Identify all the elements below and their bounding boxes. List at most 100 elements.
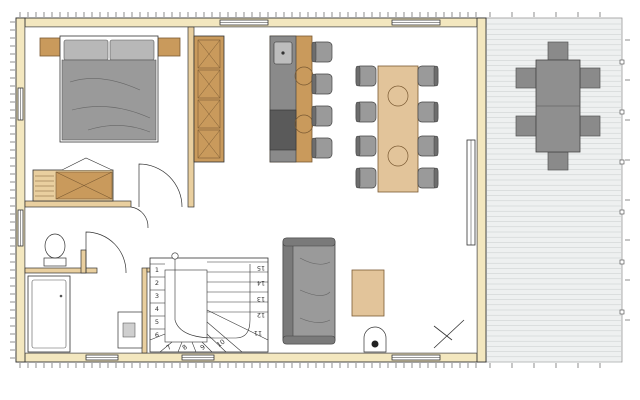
sofa-back: [282, 241, 294, 341]
stair-step-number: 7: [165, 343, 173, 352]
chair: [355, 135, 377, 157]
chair: [355, 167, 377, 189]
dining-table: [377, 65, 419, 193]
toilet-bowl: [44, 233, 66, 259]
terrace-chair-right-1: [579, 67, 601, 89]
deck-post: [619, 209, 625, 215]
chair-back: [433, 65, 439, 87]
chair-back: [311, 73, 317, 95]
wardrobe-cross: [197, 99, 221, 129]
chair: [417, 65, 439, 87]
stair-walkline: [174, 258, 251, 339]
stove-flue: [371, 340, 379, 348]
wardrobe-compartments: [197, 39, 221, 159]
pillow-left: [63, 39, 109, 61]
chair: [311, 73, 333, 95]
terrace-chair-right-2: [579, 115, 601, 137]
stair-tread: [177, 341, 183, 353]
chair-back: [433, 135, 439, 157]
toilet: [43, 233, 67, 267]
deck-post: [619, 59, 625, 65]
toilet-tank: [43, 257, 67, 267]
stair-start-marker: [171, 252, 179, 260]
wall-bath-right: [80, 249, 87, 274]
dining-tabletop: [377, 65, 419, 193]
bathtub: [27, 275, 71, 353]
bar-stools: [311, 41, 333, 159]
dining-chairs: [355, 65, 439, 189]
wall-right: [476, 17, 487, 363]
chair: [355, 101, 377, 123]
dresser-lid-open: [61, 157, 113, 171]
wardrobe-cross: [197, 39, 221, 69]
door-bedroom-swing: [138, 163, 183, 208]
deck-post: [619, 259, 625, 265]
deck-posts: [619, 59, 625, 315]
stair-tread: [206, 309, 269, 341]
stair-step-number: 10: [215, 338, 226, 349]
stair-tread: [159, 341, 173, 353]
chair: [311, 41, 333, 63]
terrace-door-marker: [433, 319, 465, 349]
stair-step-number: 9: [199, 343, 207, 352]
stair-step-number: 2: [155, 279, 159, 287]
stair-tread: [191, 341, 197, 353]
dresser: [32, 157, 114, 202]
door-bath-swing: [85, 231, 127, 274]
wood-stove: [363, 326, 387, 353]
stove-body: [363, 326, 387, 353]
sofa-cushion-folds: [299, 257, 331, 323]
stair-step-number: 12: [257, 311, 265, 319]
pendant-light-1: [387, 85, 409, 107]
stair-step-number: 3: [155, 292, 159, 300]
stair-step-number: 11: [254, 329, 262, 337]
chair-back: [355, 167, 361, 189]
cooktop: [269, 109, 297, 151]
chair: [417, 101, 439, 123]
wardrobe-cross: [197, 129, 221, 159]
stair-step-number: 15: [257, 264, 265, 272]
sofa: [282, 237, 336, 345]
chair-back: [311, 105, 317, 127]
chair: [311, 105, 333, 127]
stair-step-number: 13: [257, 295, 265, 303]
chair-back: [433, 167, 439, 189]
wall-bath-top: [24, 267, 98, 274]
stair-tread: [149, 333, 166, 341]
wall-stair-left: [141, 267, 148, 354]
chair: [417, 167, 439, 189]
terrace-chair-left-2: [515, 115, 537, 137]
deck-post: [619, 159, 625, 165]
dimension-ticks: [10, 12, 630, 368]
doors: [85, 163, 183, 274]
dresser-stripes: [35, 175, 54, 197]
stair-step-number: 1: [155, 266, 159, 274]
chair-back: [311, 41, 317, 63]
double-bed: [39, 35, 181, 143]
washbasin: [117, 311, 143, 349]
wardrobe: [193, 35, 225, 163]
door-storage-swing: [130, 206, 149, 229]
wall-stair-top: [146, 267, 151, 273]
stair-tread: [206, 321, 243, 353]
deck-post: [619, 109, 625, 115]
terrace-chair-bottom: [547, 151, 569, 171]
pillow-right: [109, 39, 155, 61]
stair-step-number: 6: [155, 331, 159, 339]
chair-back: [355, 65, 361, 87]
blanket-folds: [69, 78, 151, 133]
coffee-table: [351, 269, 385, 317]
wardrobe-cross: [197, 69, 221, 99]
stair-step-number: 8: [181, 343, 189, 352]
stair-step-number: 5: [155, 318, 159, 326]
pendant-light-2: [387, 145, 409, 167]
wall-bedroom-bottom: [24, 200, 132, 208]
wall-left: [15, 17, 26, 363]
dresser-cross: [55, 171, 113, 200]
stair-tread: [206, 333, 227, 353]
chair-back: [355, 101, 361, 123]
stair-step-number: 4: [155, 305, 159, 313]
chair-back: [311, 137, 317, 159]
